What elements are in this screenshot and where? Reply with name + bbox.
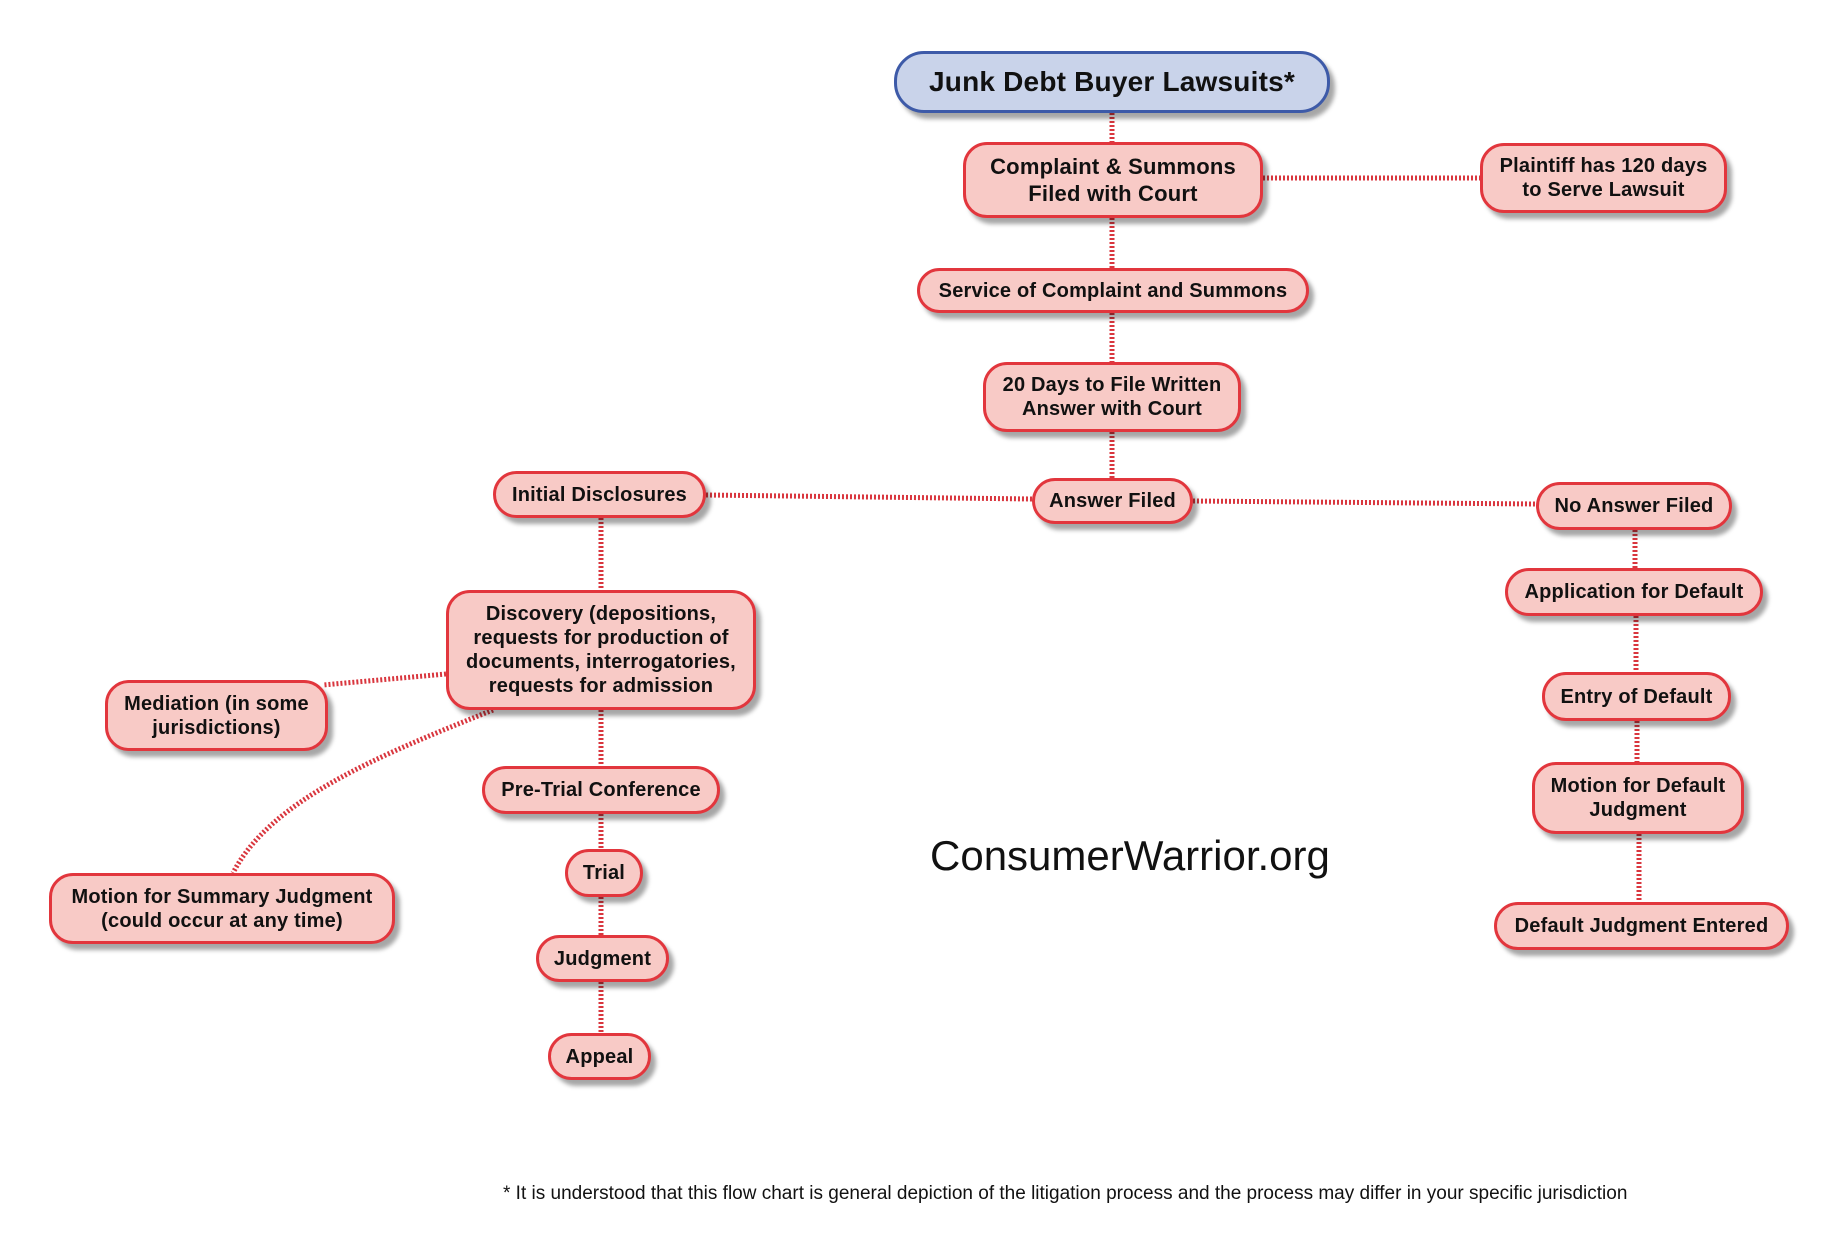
connector-discovery-summary: [230, 707, 494, 875]
node-initial-disclosures: Initial Disclosures: [493, 471, 706, 518]
watermark-text: ConsumerWarrior.org: [930, 832, 1330, 879]
node-answer-filed: Answer Filed: [1032, 478, 1193, 524]
node-discovery: Discovery (depositions, requests for pro…: [446, 590, 756, 710]
connector-answer-noanswer: [1192, 498, 1537, 507]
node-judgment: Judgment: [536, 935, 669, 982]
chart-title: Junk Debt Buyer Lawsuits*: [894, 51, 1330, 113]
node-pre-trial-conference: Pre-Trial Conference: [482, 766, 720, 814]
node-service-complaint: Service of Complaint and Summons: [917, 268, 1309, 313]
node-application-for-default: Application for Default: [1505, 568, 1763, 616]
connector-answer-disclosures: [705, 492, 1033, 502]
node-trial: Trial: [565, 849, 643, 897]
node-entry-of-default: Entry of Default: [1542, 672, 1731, 721]
node-default-judgment-entered: Default Judgment Entered: [1494, 902, 1789, 950]
node-mediation: Mediation (in some jurisdictions): [105, 680, 328, 751]
node-plaintiff-120-days: Plaintiff has 120 days to Serve Lawsuit: [1480, 143, 1727, 213]
node-appeal: Appeal: [548, 1033, 651, 1080]
node-20-days-answer: 20 Days to File Written Answer with Cour…: [983, 362, 1241, 432]
footnote-disclaimer: * It is understood that this flow chart …: [503, 1183, 1628, 1204]
node-summary-judgment: Motion for Summary Judgment (could occur…: [49, 873, 395, 944]
node-no-answer-filed: No Answer Filed: [1536, 482, 1732, 530]
node-complaint-summons: Complaint & Summons Filed with Court: [963, 142, 1263, 218]
node-motion-default-judgment: Motion for Default Judgment: [1532, 762, 1744, 834]
connector-discovery-mediation: [322, 671, 447, 688]
